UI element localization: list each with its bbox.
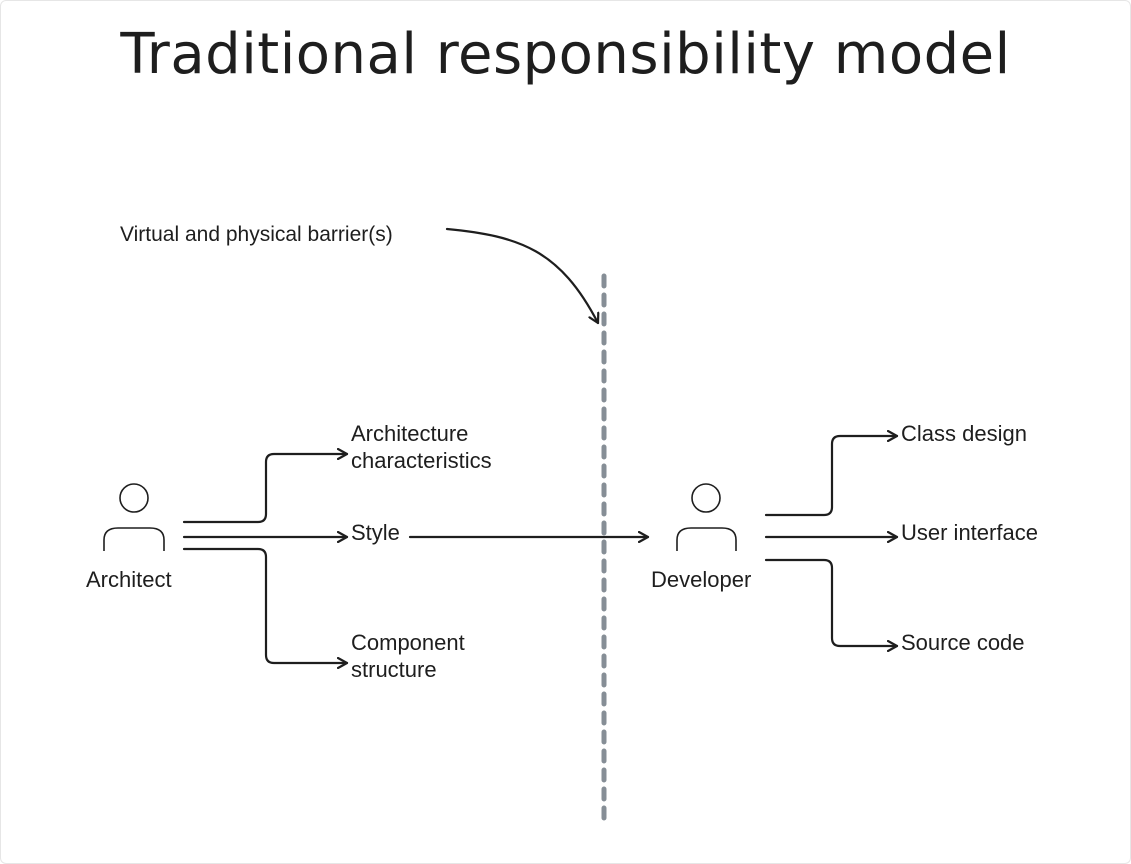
architect-label: Architect bbox=[86, 567, 172, 592]
architecture-characteristics-label-line1: Architecture bbox=[351, 421, 469, 446]
architecture-characteristics-label-line2: characteristics bbox=[351, 448, 492, 473]
class-design-label: Class design bbox=[901, 421, 1027, 446]
component-structure-label-line2: structure bbox=[351, 657, 437, 682]
architect-person-icon bbox=[103, 483, 165, 551]
arrow-developer-to-source-code bbox=[764, 558, 899, 646]
arrow-architect-to-component bbox=[182, 547, 349, 663]
arrow-developer-to-class-design bbox=[764, 436, 899, 517]
component-structure-label-line1: Component bbox=[351, 630, 465, 655]
user-interface-label: User interface bbox=[901, 520, 1038, 545]
arrow-architect-to-characteristics bbox=[182, 454, 349, 524]
developer-person-icon bbox=[676, 483, 737, 551]
style-label: Style bbox=[351, 520, 400, 545]
developer-label: Developer bbox=[651, 567, 752, 592]
source-code-label: Source code bbox=[901, 630, 1025, 655]
annotation-arrow bbox=[445, 227, 598, 325]
barrier-annotation-label: Virtual and physical barrier(s) bbox=[120, 223, 393, 246]
diagram-title: Traditional responsibility model bbox=[120, 22, 1011, 87]
